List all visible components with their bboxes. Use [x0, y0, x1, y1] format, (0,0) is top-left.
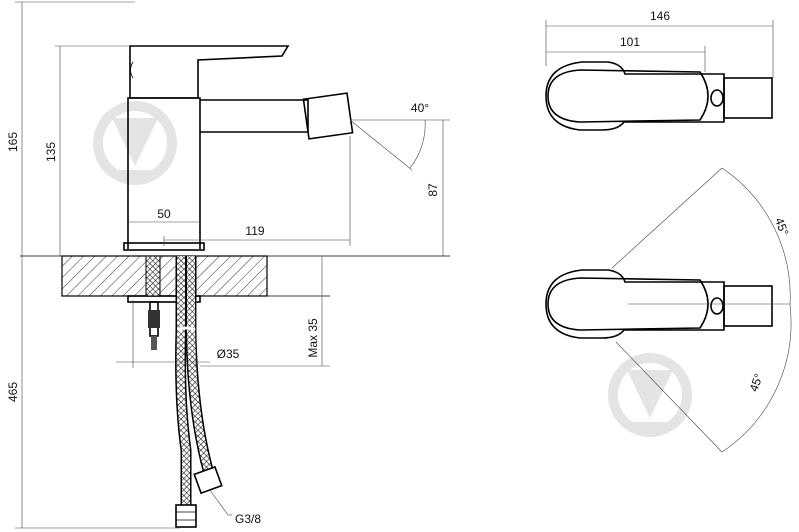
- download-arrow-icon: [608, 353, 692, 437]
- nozzle-height-label: 87: [426, 183, 440, 197]
- top-body-width-label: 101: [620, 35, 640, 49]
- countertop-section: [61, 255, 268, 297]
- hole-diameter-label: Ø35: [217, 347, 240, 361]
- top-total-width-label: 146: [650, 9, 670, 23]
- counter-thickness-label: Max 35: [306, 318, 320, 358]
- spout-height-label: 135: [44, 142, 58, 162]
- base-diameter-label: 50: [157, 207, 171, 221]
- nozzle-angle-label: 40°: [411, 101, 429, 115]
- reach-label: 119: [245, 224, 264, 238]
- download-arrow-icon: [93, 101, 177, 185]
- faucet-side-view: [20, 45, 450, 528]
- total-height-label: 165: [6, 132, 20, 152]
- top-view-dimensions: [545, 20, 792, 453]
- side-view-dimensions: [15, 1, 450, 529]
- under-counter-label: 465: [6, 382, 20, 402]
- faucet-top-view-upper: [545, 61, 773, 131]
- rotation-angle-top-label: 45°: [772, 216, 791, 238]
- rotation-angle-bottom-label: 45°: [747, 372, 766, 394]
- thread-label: G3/8: [235, 512, 261, 526]
